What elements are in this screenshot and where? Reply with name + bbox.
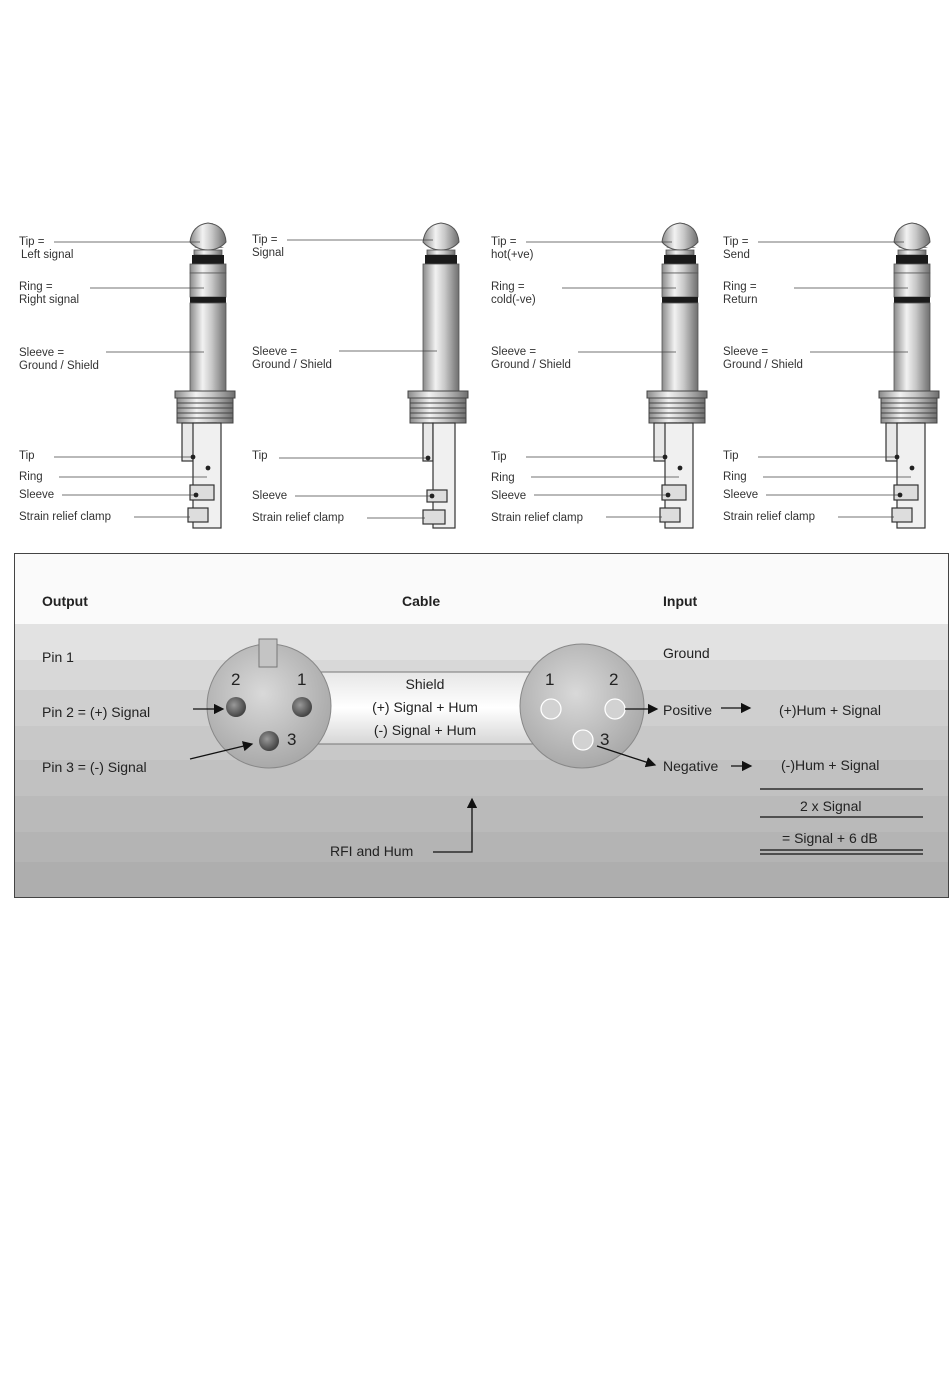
terminal-ring-label: Ring xyxy=(723,471,747,483)
jack-diagram-trs-balanced: Tip =hot(+ve) Ring =cold(-ve) Sleeve =Gr… xyxy=(486,200,721,540)
left-pin-number-2: 2 xyxy=(231,670,241,689)
terminal-tip-label: Tip xyxy=(19,450,35,462)
terminal-tip-label: Tip xyxy=(491,451,507,463)
tip-label: Tip =Signal xyxy=(252,234,284,259)
left-pin-number-3: 3 xyxy=(287,730,297,749)
terminal-sleeve-label: Sleeve xyxy=(723,489,759,501)
input-negative: Negative xyxy=(663,758,719,774)
terminal-sleeve-label: Sleeve xyxy=(19,489,55,501)
tip-label: Tip =Send xyxy=(723,236,750,261)
jack-diagram-ts-mono: Tip =Signal Sleeve =Ground / Shield Tip … xyxy=(247,200,482,540)
right-pin-number-2: 2 xyxy=(609,670,619,689)
sleeve-label: Sleeve =Ground / Shield xyxy=(723,346,803,371)
terminal-ring-label: Ring xyxy=(491,472,515,484)
jack-diagram-trs-insert: Tip =Send Ring =Return Sleeve =Ground / … xyxy=(718,200,950,540)
balanced-xlr-diagram: Output Cable Input Pin 1 Pin 2 = (+) Sig… xyxy=(14,553,949,898)
terminal-sleeve-label: Sleeve xyxy=(491,490,527,502)
sum-label: 2 x Signal xyxy=(800,798,862,814)
result-negative: (-)Hum + Signal xyxy=(781,757,880,773)
strain-relief-label: Strain relief clamp xyxy=(19,511,112,523)
sleeve-label: Sleeve =Ground / Shield xyxy=(491,346,571,371)
total-label: = Signal + 6 dB xyxy=(782,830,878,846)
tip-label: Tip =Left signal xyxy=(19,236,74,261)
output-header: Output xyxy=(42,593,88,609)
terminal-sleeve-label: Sleeve xyxy=(252,490,288,502)
right-pin-number-3: 3 xyxy=(600,730,610,749)
right-pin-number-1: 1 xyxy=(545,670,555,689)
ring-label: Ring =Return xyxy=(723,281,758,306)
output-pin-2: Pin 2 = (+) Signal xyxy=(42,704,151,720)
tip-label: Tip =hot(+ve) xyxy=(491,236,534,261)
result-positive: (+)Hum + Signal xyxy=(779,702,881,718)
cable-negative: (-) Signal + Hum xyxy=(373,722,477,738)
rfi-hum-label: RFI and Hum xyxy=(330,843,414,859)
terminal-tip-label: Tip xyxy=(252,450,268,462)
terminal-ring-label: Ring xyxy=(19,471,43,483)
output-pin-1: Pin 1 xyxy=(42,649,74,665)
left-pin-number-1: 1 xyxy=(297,670,307,689)
jack-diagram-trs-stereo: Tip =Left signal Ring =Right signal Slee… xyxy=(14,200,249,540)
strain-relief-label: Strain relief clamp xyxy=(252,512,345,524)
sleeve-label: Sleeve =Ground / Shield xyxy=(252,346,332,371)
ring-label: Ring =cold(-ve) xyxy=(491,281,536,306)
ring-label: Ring =Right signal xyxy=(19,281,80,306)
input-header: Input xyxy=(663,593,698,609)
strain-relief-label: Strain relief clamp xyxy=(491,512,584,524)
terminal-tip-label: Tip xyxy=(723,450,739,462)
input-ground: Ground xyxy=(663,645,710,661)
output-pin-3: Pin 3 = (-) Signal xyxy=(42,759,147,775)
input-positive: Positive xyxy=(663,702,713,718)
cable-header: Cable xyxy=(402,593,441,609)
sleeve-label: Sleeve =Ground / Shield xyxy=(19,347,99,372)
cable-shield: Shield xyxy=(405,676,445,692)
strain-relief-label: Strain relief clamp xyxy=(723,511,816,523)
xlr-graphics xyxy=(15,554,948,897)
cable-positive: (+) Signal + Hum xyxy=(372,699,478,715)
